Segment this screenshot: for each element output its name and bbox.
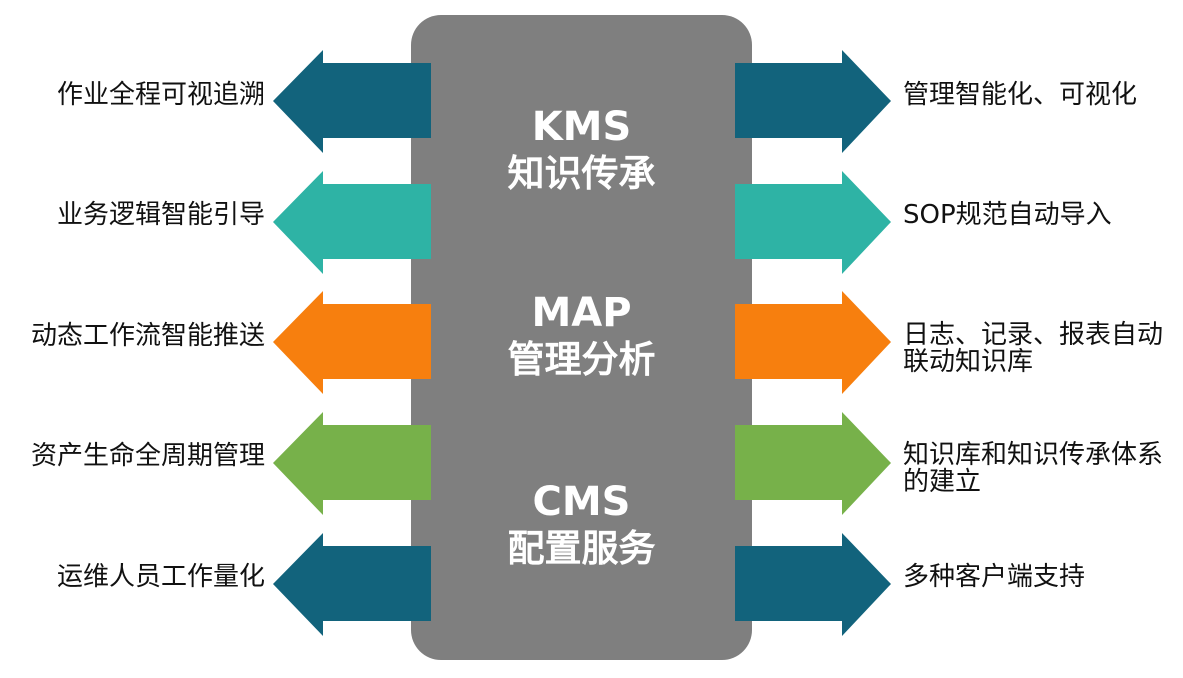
section-kms-name: 知识传承 xyxy=(507,152,656,195)
left-arrow-icon xyxy=(273,533,431,636)
section-cms-code: CMS xyxy=(532,479,631,525)
section-map-code: MAP xyxy=(531,290,632,336)
right-feature-label: SOP规范自动导入 xyxy=(903,200,1112,230)
section-map-name: 管理分析 xyxy=(507,338,656,381)
section-kms: KMS 知识传承 xyxy=(411,107,752,192)
left-feature-label: 动态工作流智能推送 xyxy=(30,321,265,351)
right-arrow-icon xyxy=(735,533,891,636)
right-arrow-icon xyxy=(735,412,891,515)
right-arrow-icon xyxy=(735,291,891,394)
section-kms-code: KMS xyxy=(531,104,632,150)
right-feature-label: 多种客户端支持 xyxy=(903,562,1086,592)
section-cms-name: 配置服务 xyxy=(507,527,656,570)
right-feature-label: 管理智能化、可视化 xyxy=(903,80,1138,110)
left-feature-label: 资产生命全周期管理 xyxy=(30,441,265,471)
right-arrow-icon xyxy=(735,50,891,153)
left-feature-label: 业务逻辑智能引导 xyxy=(56,200,265,230)
center-panel: KMS 知识传承 MAP 管理分析 CMS 配置服务 xyxy=(411,15,752,660)
right-arrow-icon xyxy=(735,171,891,274)
left-arrow-icon xyxy=(273,50,431,153)
section-map: MAP 管理分析 xyxy=(411,293,752,378)
section-cms: CMS 配置服务 xyxy=(411,482,752,567)
right-feature-label: 知识库和知识传承体系的建立 xyxy=(903,440,1164,497)
left-feature-label: 作业全程可视追溯 xyxy=(56,80,265,110)
left-feature-label: 运维人员工作量化 xyxy=(56,562,265,592)
left-arrow-icon xyxy=(273,171,431,274)
left-arrow-icon xyxy=(273,412,431,515)
left-arrow-icon xyxy=(273,291,431,394)
right-feature-label: 日志、记录、报表自动联动知识库 xyxy=(903,320,1164,377)
